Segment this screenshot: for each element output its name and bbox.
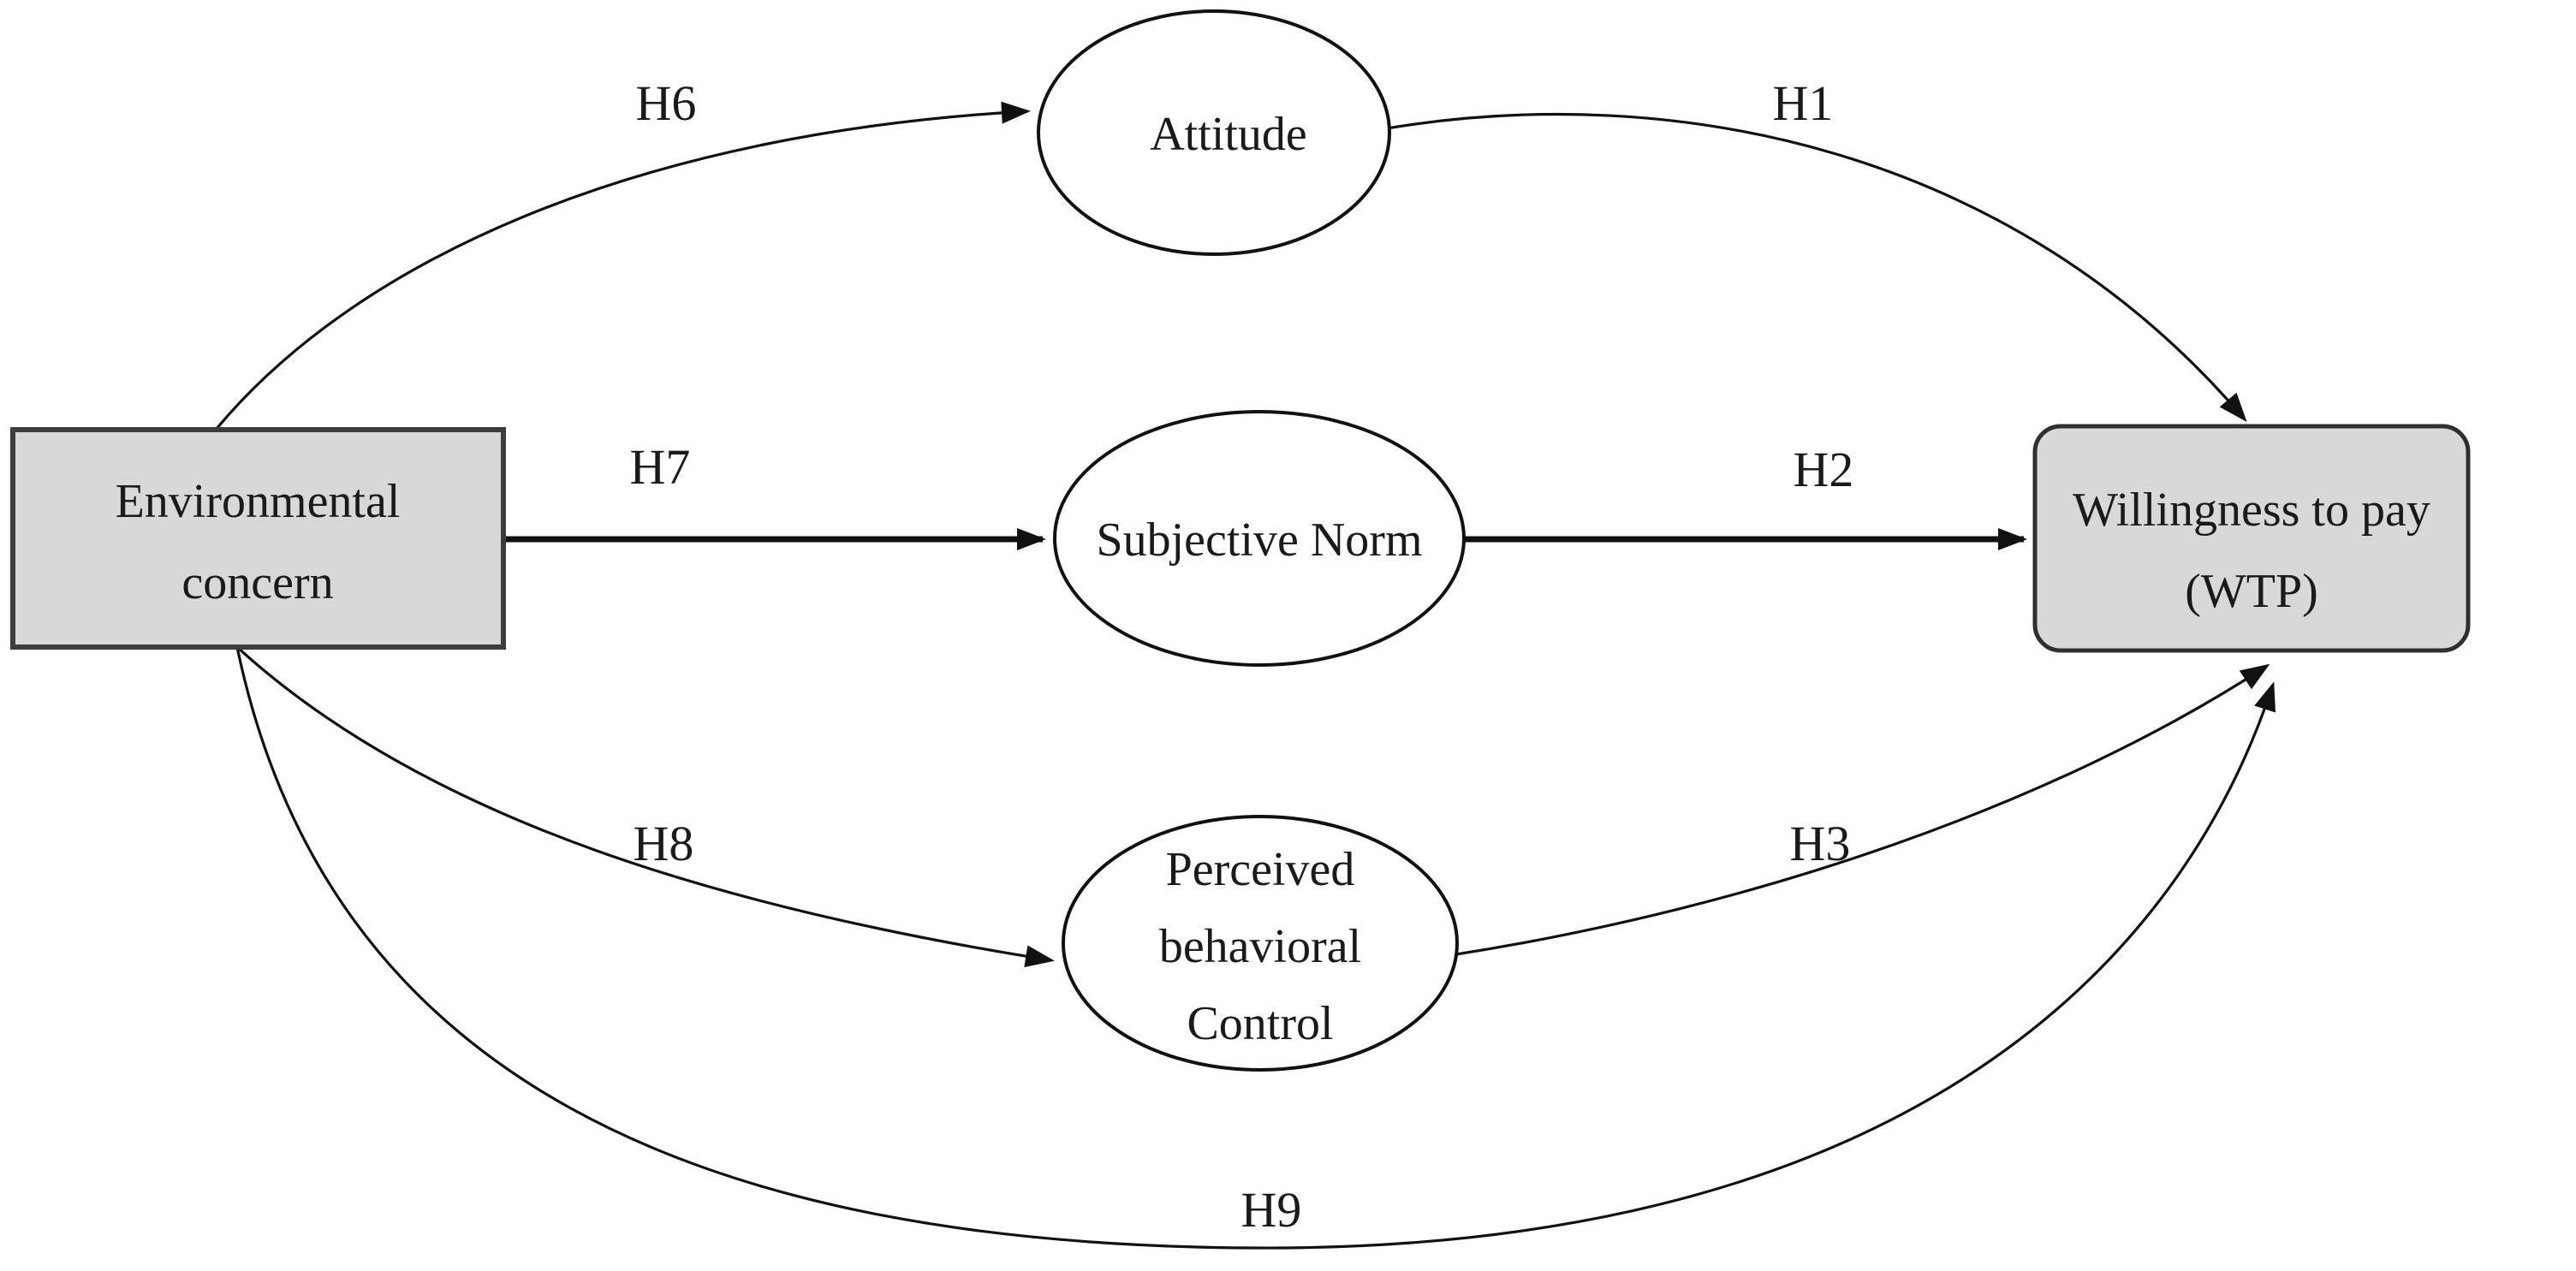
node-attitude (1037, 9, 1391, 256)
environmental-concern-label-line1: Environmental (116, 475, 401, 528)
edge-h3-label: H3 (1790, 816, 1851, 871)
attitude-label: Attitude (1150, 108, 1307, 161)
node-subjective-norm (1053, 410, 1466, 667)
edge-h1-arrow (1386, 112, 2247, 423)
pbc-label-line3: Control (1187, 997, 1333, 1050)
pbc-label-line2: behavioral (1159, 920, 1361, 973)
wtp-label-line1: Willingness to pay (2073, 484, 2430, 537)
edge-h8-label: H8 (634, 816, 694, 871)
edge-h7-label: H7 (630, 439, 691, 495)
edge-h2-label: H2 (1794, 442, 1854, 497)
subjective-norm-label: Subjective Norm (1096, 514, 1422, 567)
edge-h8-arrow (235, 645, 1055, 968)
node-environmental-concern (10, 427, 506, 650)
node-willingness-to-pay (2032, 424, 2471, 653)
edge-h1-label: H1 (1773, 75, 1834, 131)
edge-h3-arrow (1455, 663, 2270, 956)
node-perceived-behavioral-control (1062, 815, 1459, 1072)
edge-h9-arrow (235, 646, 2276, 1250)
environmental-concern-label-line2: concern (181, 556, 333, 609)
edge-h6-label: H6 (636, 75, 697, 131)
edge-h6-arrow (214, 101, 1031, 431)
wtp-label-line2: (WTP) (2185, 565, 2318, 618)
edge-h9-label: H9 (1241, 1182, 1302, 1238)
pbc-label-line1: Perceived (1166, 843, 1355, 896)
